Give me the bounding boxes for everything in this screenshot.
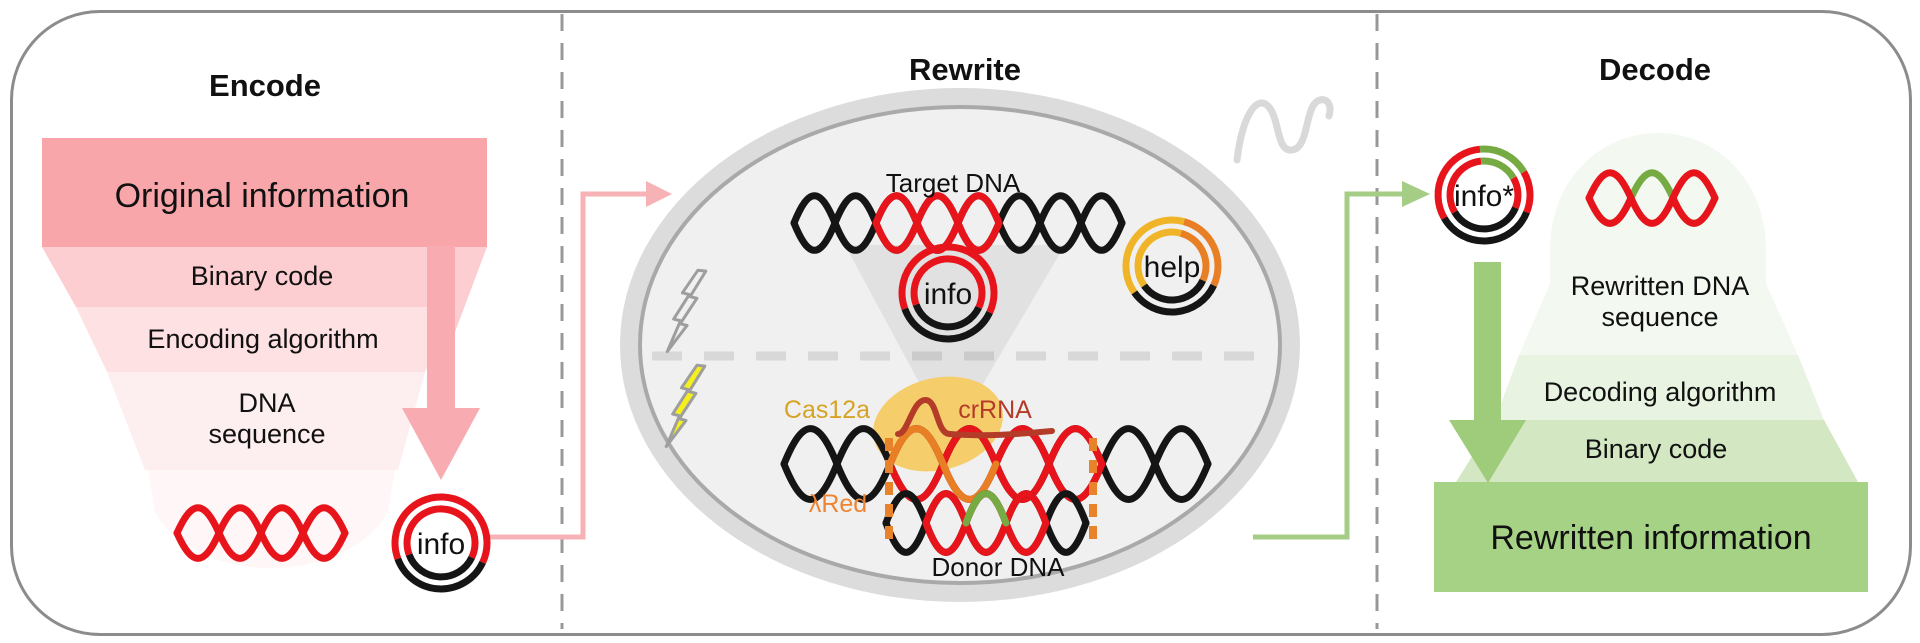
help-plasmid-label: help bbox=[1143, 251, 1201, 284]
decode-down-arrow-icon bbox=[1449, 262, 1526, 483]
donor-dna-helix-icon bbox=[882, 490, 1090, 556]
funnel-row-dna-sequence: DNA sequence bbox=[208, 388, 326, 450]
pyramid-row-rewritten-info: Rewritten information bbox=[1490, 519, 1812, 557]
pyramid-row-rewritten-dna: Rewritten DNA sequence bbox=[1570, 271, 1750, 333]
info-star-plasmid-label: info* bbox=[1453, 180, 1515, 213]
encode-to-cell-connector bbox=[489, 181, 672, 540]
funnel-row-original: Original information bbox=[114, 177, 410, 215]
rewrite-title: Rewrite bbox=[909, 52, 1021, 87]
pyramid-row-binary: Binary code bbox=[1584, 434, 1728, 464]
lred-label: λRed bbox=[808, 490, 868, 518]
encoded-dna-squiggle-icon bbox=[173, 504, 349, 562]
donor-dna-label: Donor DNA bbox=[931, 552, 1065, 582]
encode-down-arrow-icon bbox=[402, 246, 487, 480]
info-star-plasmid-icon bbox=[1434, 145, 1534, 245]
help-plasmid-icon bbox=[1122, 216, 1222, 316]
rewrite-info-plasmid-icon bbox=[898, 243, 998, 343]
info-plasmid-label: info bbox=[416, 528, 466, 561]
encode-title: Encode bbox=[209, 68, 321, 103]
rewrite-info-plasmid-label: info bbox=[923, 278, 973, 311]
info-plasmid-icon bbox=[391, 493, 491, 593]
decode-pyramid bbox=[1434, 133, 1868, 592]
funnel-row-binary: Binary code bbox=[190, 261, 334, 291]
pyramid-row-algorithm: Decoding algorithm bbox=[1543, 377, 1777, 407]
flagellum-icon bbox=[1233, 96, 1334, 164]
target-dna-label: Target DNA bbox=[885, 168, 1021, 198]
rewritten-dna-squiggle-icon bbox=[1585, 169, 1719, 227]
decode-title: Decode bbox=[1599, 52, 1711, 87]
crrna-curve-icon bbox=[895, 397, 1055, 439]
recombination-brackets bbox=[885, 438, 1097, 548]
electroporation-bolt-gray-icon bbox=[665, 268, 708, 354]
cell-to-decode-connector bbox=[1253, 181, 1430, 540]
encode-funnel bbox=[42, 138, 487, 569]
outer-border bbox=[10, 10, 1912, 636]
electroporation-bolt-yellow-icon bbox=[664, 363, 707, 449]
panel-dividers bbox=[560, 14, 1379, 629]
funnel-row-algorithm: Encoding algorithm bbox=[147, 324, 379, 354]
cas12a-label: Cas12a bbox=[783, 396, 871, 424]
crrna-label: crRNA bbox=[958, 396, 1032, 424]
